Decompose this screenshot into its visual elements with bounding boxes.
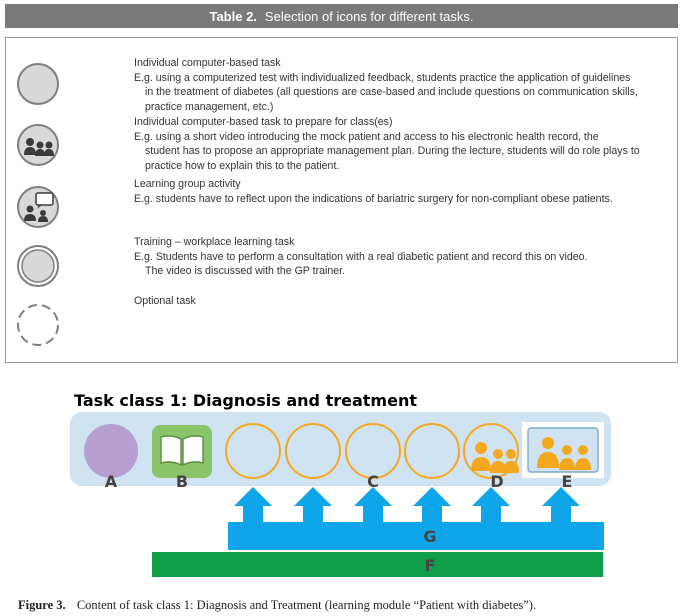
- caption-text: Content of task class 1: Diagnosis and T…: [76, 598, 537, 612]
- table-row-5: Optional task: [134, 294, 669, 309]
- label-c: C: [367, 472, 379, 491]
- figure-number: Figure 3.: [18, 598, 66, 612]
- row-line: The video is discussed with the GP train…: [145, 265, 346, 278]
- label-b: B: [176, 472, 188, 491]
- row-line: E.g. using a short video introducing the…: [134, 130, 599, 143]
- dashed-circle-icon: [17, 304, 59, 346]
- arrow-1: [234, 487, 272, 522]
- arrows: [234, 487, 580, 522]
- table-number: Table 2.: [209, 8, 257, 24]
- people-circle-icon: [17, 124, 59, 166]
- teacher-icon: [537, 437, 591, 470]
- label-a: A: [105, 472, 118, 491]
- label-f: F: [425, 556, 436, 575]
- row-line: student has to propose an appropriate ma…: [145, 145, 640, 158]
- row-title: Optional task: [134, 295, 196, 307]
- label-g: G: [423, 527, 436, 546]
- row-line: practice how to explain this to the pati…: [145, 159, 340, 172]
- circle-c2: [285, 423, 341, 479]
- table-header: Table 2. Selection of icons for differen…: [5, 4, 678, 28]
- row-line: E.g. Students have to perform a consulta…: [134, 250, 588, 263]
- arrow-3: [354, 487, 392, 522]
- circle-c1: [225, 423, 281, 479]
- table-row-2: Individual computer-based task to prepar…: [134, 115, 669, 173]
- figure-diagram: A B C D E G F: [70, 412, 611, 577]
- solid-circle-icon: [17, 63, 59, 105]
- label-d: D: [490, 472, 503, 491]
- arrow-2: [294, 487, 332, 522]
- book-icon: [160, 435, 204, 467]
- figure: Task class 1: Diagnosis and treatment: [0, 388, 683, 588]
- row-line: in the treatment of diabetes (all questi…: [145, 86, 638, 99]
- group-chat-circle-icon: [17, 186, 59, 228]
- label-e: E: [562, 472, 573, 491]
- row-title: Individual computer-based task to prepar…: [134, 116, 393, 128]
- table-row-4: Training – workplace learning task E.g. …: [134, 235, 669, 279]
- table-title: Selection of icons for different tasks.: [264, 8, 474, 24]
- row-title: Training – workplace learning task: [134, 236, 295, 248]
- row-title: Individual computer-based task: [134, 57, 281, 69]
- table-box: Individual computer-based task E.g. usin…: [5, 37, 678, 363]
- table-row-3: Learning group activity E.g. students ha…: [134, 177, 669, 206]
- row-title: Learning group activity: [134, 178, 241, 190]
- bar-g: [228, 522, 604, 550]
- double-circle-icon: [17, 245, 59, 287]
- arrow-4: [413, 487, 451, 522]
- arrow-6: [542, 487, 580, 522]
- figure-caption: Figure 3. Content of task class 1: Diagn…: [18, 598, 678, 613]
- table-row-1: Individual computer-based task E.g. usin…: [134, 56, 669, 114]
- arrow-5: [472, 487, 510, 522]
- row-line: E.g. using a computerized test with indi…: [134, 71, 631, 84]
- figure-title: Task class 1: Diagnosis and treatment: [74, 391, 417, 410]
- circle-d: [463, 423, 519, 479]
- circle-c4: [404, 423, 460, 479]
- circle-c3: [345, 423, 401, 479]
- people-icon: [471, 442, 519, 473]
- row-line: practice management, etc.): [145, 100, 274, 113]
- bar-f: [152, 552, 603, 577]
- circle-a: [84, 424, 138, 478]
- row-line: E.g. students have to reflect upon the i…: [134, 192, 613, 205]
